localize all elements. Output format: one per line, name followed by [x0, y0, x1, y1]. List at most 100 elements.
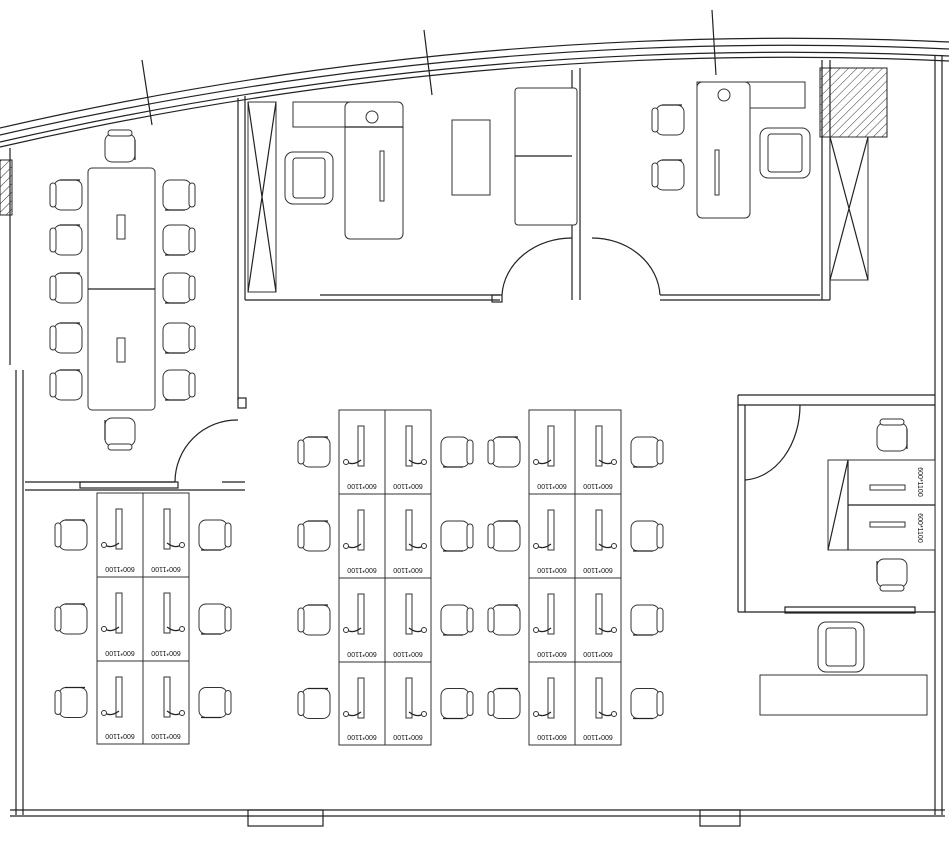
chair-back	[651, 107, 659, 133]
chair-seat	[162, 322, 192, 354]
monitor-icon	[405, 425, 413, 467]
chair-seat	[162, 272, 192, 304]
executive-desk	[344, 101, 404, 240]
chair-seat	[301, 604, 331, 636]
monitor-icon	[405, 677, 413, 719]
chair-back	[54, 606, 62, 632]
chair-seat	[53, 369, 83, 401]
chair-seat	[440, 688, 470, 719]
credenza	[292, 101, 354, 128]
workstation-desk: 600*1100	[338, 409, 386, 495]
armchair-seat	[292, 157, 326, 199]
office-chair	[198, 687, 232, 719]
desk-size-label: 600*1100	[583, 566, 613, 573]
chair-back	[879, 584, 905, 592]
exterior-walls	[0, 55, 945, 827]
chair-back	[107, 443, 133, 451]
office-chair	[162, 179, 196, 211]
chair-seat	[491, 520, 521, 552]
chair-back	[487, 523, 495, 549]
chair-back	[487, 607, 495, 633]
desk-lamp-icon	[717, 88, 731, 102]
chair-back	[54, 522, 62, 548]
office-chair	[54, 603, 88, 635]
office-chair	[162, 224, 196, 256]
desk-size-label: 600*1100	[393, 482, 423, 489]
chair-seat	[53, 224, 83, 256]
executive-chair	[759, 127, 811, 179]
workstation-desk: 600*1100	[384, 577, 432, 663]
workstation-desk: 600*1100	[528, 577, 576, 663]
office-chair	[440, 436, 474, 468]
office-chair	[162, 369, 196, 401]
desk-size-label: 600*1100	[105, 649, 135, 656]
monitor-icon	[595, 425, 603, 467]
chair-back	[487, 439, 495, 465]
storage-cabinet	[829, 136, 869, 281]
mouse-icon	[533, 543, 539, 549]
chair-back	[188, 227, 196, 253]
chair-seat	[58, 603, 88, 635]
chair-seat	[440, 520, 470, 552]
mouse-icon	[179, 542, 185, 548]
office-chair	[876, 558, 908, 592]
monitor-icon	[357, 593, 365, 635]
chair-back	[224, 522, 232, 548]
mouse-icon	[533, 459, 539, 465]
office-chair	[630, 604, 664, 636]
office-chair	[630, 436, 664, 468]
chair-back	[297, 691, 305, 716]
workstation-desk: 600*1100	[528, 493, 576, 579]
chair-seat	[301, 520, 331, 552]
chair-back	[656, 607, 664, 633]
office-chair	[49, 272, 83, 304]
workstation-desk: 600*1100	[384, 661, 432, 746]
desk-lamp-icon	[365, 110, 379, 124]
desk-size-label: 600*1100	[151, 649, 181, 656]
office-chair	[630, 520, 664, 552]
mouse-icon	[101, 710, 107, 716]
chair-seat	[162, 369, 192, 401]
monitor-icon	[595, 677, 603, 719]
monitor-icon	[547, 593, 555, 635]
monitor-icon	[595, 593, 603, 635]
workstation-desk: 600*1100	[338, 577, 386, 663]
desk-size-label: 600*1100	[393, 650, 423, 657]
monitor-icon	[547, 509, 555, 551]
desk-size-label: 600*1100	[537, 650, 567, 657]
monitor-icon	[357, 677, 365, 719]
monitor-icon	[163, 676, 171, 718]
window-markers	[141, 9, 717, 126]
cabinet-cross	[829, 136, 869, 281]
curved-exterior-wall	[0, 37, 949, 148]
office-chair	[487, 687, 521, 719]
chair-back	[188, 325, 196, 351]
chair-back	[466, 691, 474, 716]
monitor-icon	[869, 484, 906, 491]
office-chair	[198, 519, 232, 551]
monitor-icon	[115, 676, 123, 718]
chair-back	[49, 275, 57, 301]
armchair-seat	[767, 133, 803, 173]
workstation-desk: 600*1100	[96, 660, 144, 745]
chair-seat	[301, 436, 331, 468]
chair-seat	[630, 520, 660, 552]
desk-size-label: 600*1100	[347, 650, 377, 657]
mouse-icon	[343, 711, 349, 717]
chair-seat	[630, 436, 660, 468]
reception-chair	[817, 621, 865, 673]
office-chair	[487, 604, 521, 636]
chair-back	[466, 523, 474, 549]
workstation-desk: 600*1100	[574, 493, 622, 579]
chair-back	[54, 690, 62, 715]
chair-seat	[104, 417, 136, 447]
chair-seat	[53, 179, 83, 211]
workstation-desk: 600*1100	[574, 661, 622, 746]
chair-back	[466, 607, 474, 633]
chair-back	[188, 275, 196, 301]
monitor-icon	[595, 509, 603, 551]
mouse-icon	[611, 543, 617, 549]
storage-cabinet	[247, 101, 277, 293]
office-chair	[162, 322, 196, 354]
monitor-icon	[163, 508, 171, 550]
